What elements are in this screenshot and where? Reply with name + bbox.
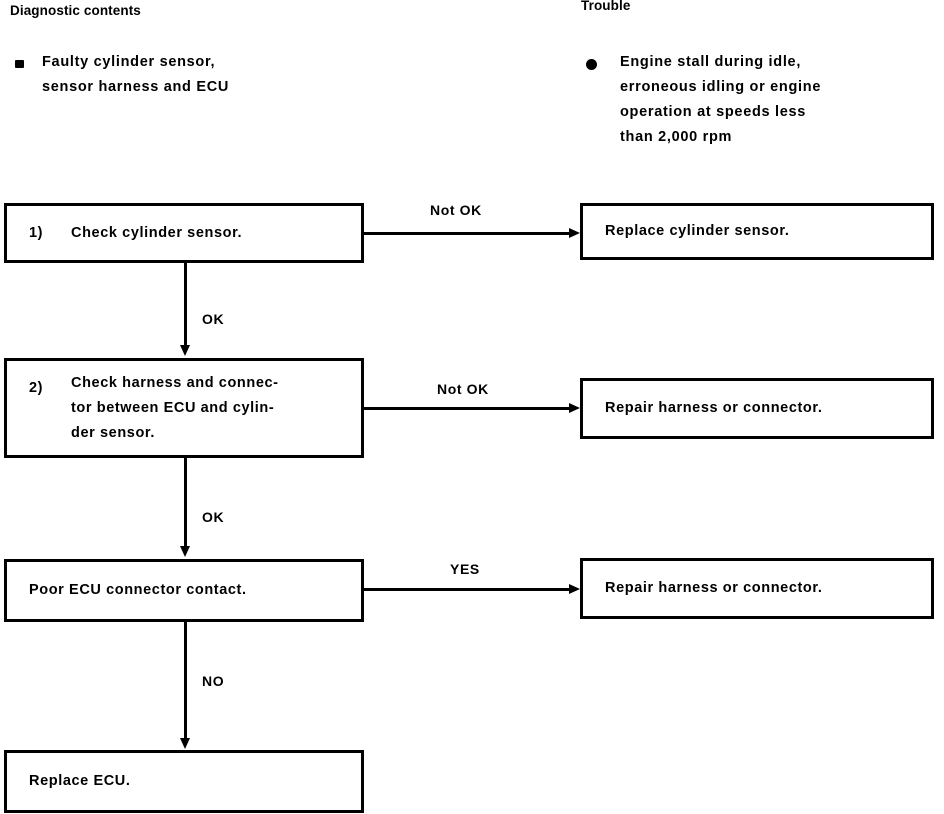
step-3-result-text: Repair harness or connector. [605, 580, 823, 596]
step-3-to-4-arrowhead [180, 738, 190, 749]
step-3-node: Poor ECU connector contact. [4, 559, 364, 622]
step-3-branch-line [364, 588, 572, 591]
step-2-text: Check harness and connec- tor between EC… [71, 374, 279, 441]
step-2-result-text: Repair harness or connector. [605, 400, 823, 416]
step-1-to-2-label: OK [202, 311, 225, 327]
step-3-branch-arrowhead [569, 584, 580, 594]
step-2-node: 2) Check harness and connec- tor between… [4, 358, 364, 458]
square-bullet-icon [15, 60, 24, 68]
diagnostic-contents-header: Diagnostic contents [10, 3, 141, 18]
step-2-index: 2) [29, 380, 44, 396]
step-2-to-3-label: OK [202, 509, 225, 525]
step-1-branch-label: Not OK [430, 202, 482, 218]
step-1-branch-line [364, 232, 572, 235]
step-1-result-text: Replace cylinder sensor. [605, 223, 790, 239]
step-3-result-node: Repair harness or connector. [580, 558, 934, 619]
step-2-branch-label: Not OK [437, 381, 489, 397]
step-1-to-2-arrowhead [180, 345, 190, 356]
step-1-to-2-line [184, 263, 187, 347]
step-1-node: 1) Check cylinder sensor. [4, 203, 364, 263]
step-4-text: Replace ECU. [29, 773, 131, 789]
step-3-to-4-label: NO [202, 673, 225, 689]
trouble-bullet-text: Engine stall during idle, erroneous idli… [620, 54, 822, 145]
trouble-header: Trouble [581, 0, 631, 13]
step-1-result-node: Replace cylinder sensor. [580, 203, 934, 260]
step-1-text: Check cylinder sensor. [71, 224, 243, 241]
step-2-to-3-arrowhead [180, 546, 190, 557]
step-2-to-3-line [184, 458, 187, 548]
step-3-branch-label: YES [450, 561, 480, 577]
step-3-text: Poor ECU connector contact. [29, 582, 247, 598]
step-1-index: 1) [29, 225, 44, 241]
step-2-result-node: Repair harness or connector. [580, 378, 934, 439]
step-3-to-4-line [184, 622, 187, 740]
step-4-node: Replace ECU. [4, 750, 364, 813]
diagnostic-contents-bullet-text: Faulty cylinder sensor, sensor harness a… [42, 54, 230, 95]
step-2-branch-line [364, 407, 572, 410]
step-2-branch-arrowhead [569, 403, 580, 413]
round-bullet-icon [586, 59, 597, 70]
step-1-branch-arrowhead [569, 228, 580, 238]
